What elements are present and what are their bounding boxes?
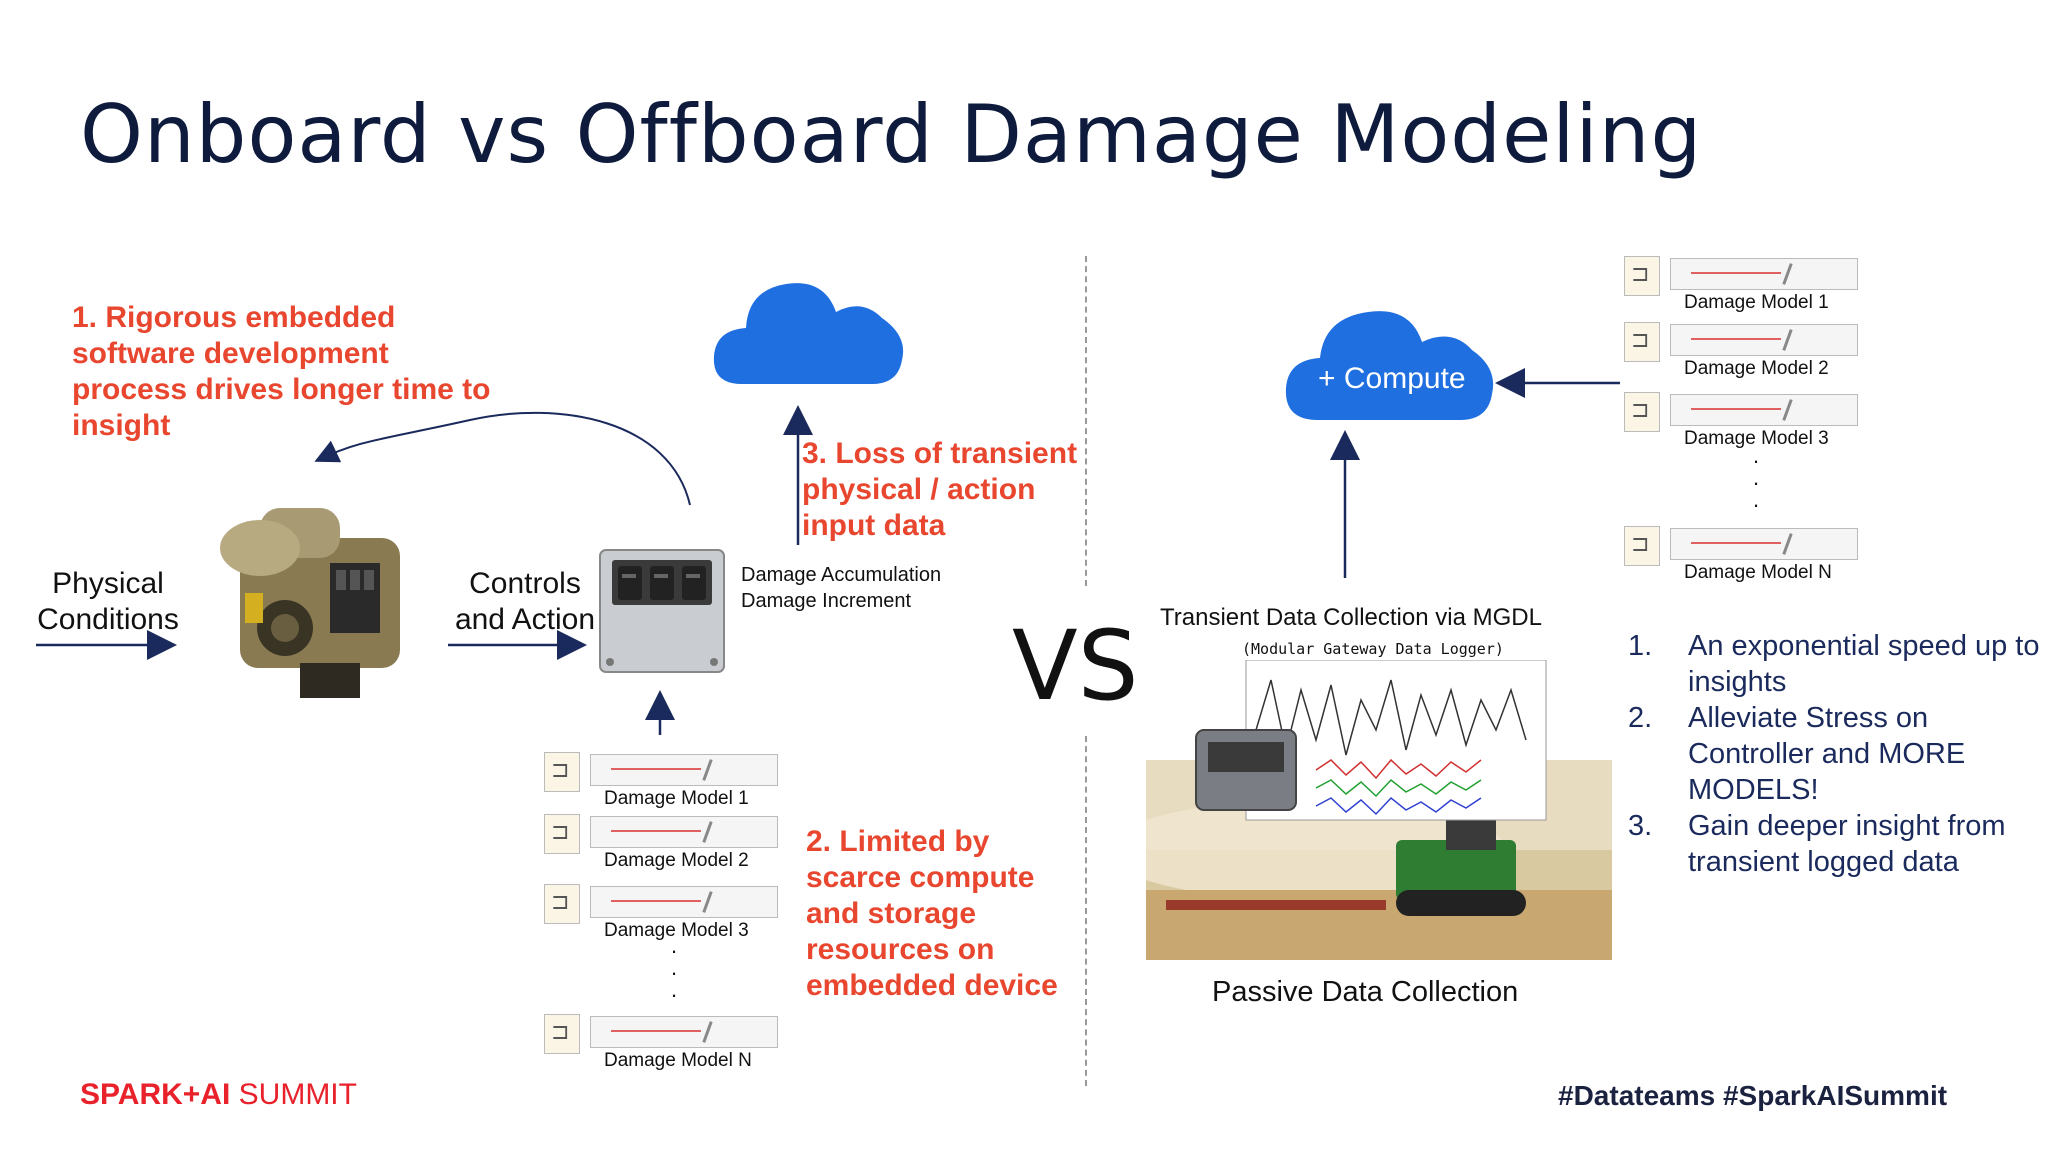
model-signal-strip bbox=[1670, 324, 1858, 356]
damage-accumulation-label: Damage Accumulation bbox=[741, 564, 942, 586]
feedback-arrow bbox=[314, 411, 691, 506]
left-damage-model-2: ⊐ Damage Model 2 bbox=[544, 814, 784, 874]
passive-collection-label: Passive Data Collection bbox=[1212, 976, 1519, 1008]
function-block-icon: ⊐ bbox=[1624, 256, 1660, 296]
function-block-icon: ⊐ bbox=[544, 1014, 580, 1054]
left-ellipsis: · · · bbox=[670, 938, 678, 1007]
left-damage-model-1: ⊐ Damage Model 1 bbox=[544, 752, 784, 812]
vs-label: VS bbox=[1012, 610, 1139, 722]
benefit-item-2: 2. Alleviate Stress on Controller and MO… bbox=[1628, 702, 1966, 806]
function-block-icon: ⊐ bbox=[1624, 322, 1660, 362]
model-signal-strip bbox=[1670, 258, 1858, 290]
benefit-item-3: 3. Gain deeper insight from transient lo… bbox=[1628, 810, 2006, 878]
model-signal-strip bbox=[590, 816, 778, 848]
right-damage-model-1: ⊐ Damage Model 1 bbox=[1624, 256, 1864, 316]
model-signal-strip bbox=[1670, 528, 1858, 560]
note-loss-transient: 3. Loss of transient physical / action i… bbox=[802, 437, 1078, 542]
model-signal-strip bbox=[590, 754, 778, 786]
right-ellipsis: · · · bbox=[1752, 448, 1760, 517]
model-signal-strip bbox=[590, 1016, 778, 1048]
cloud-icon bbox=[713, 283, 904, 384]
spark-ai-summit-logo: SPARK+AI SUMMIT bbox=[80, 1078, 357, 1111]
left-damage-model-3: ⊐ Damage Model 3 bbox=[544, 884, 784, 944]
ecu-controller-icon bbox=[599, 549, 725, 673]
right-damage-model-2: ⊐ Damage Model 2 bbox=[1624, 322, 1864, 382]
hashtags: #Datateams #SparkAISummit bbox=[1558, 1080, 1948, 1111]
compute-label: + Compute bbox=[1318, 362, 1466, 395]
function-block-icon: ⊐ bbox=[544, 814, 580, 854]
note-embedded-dev: 1. Rigorous embedded software developmen… bbox=[72, 301, 491, 442]
function-block-icon: ⊐ bbox=[544, 752, 580, 792]
function-block-icon: ⊐ bbox=[1624, 392, 1660, 432]
divider-top bbox=[1085, 256, 1087, 586]
damage-increment-label: Damage Increment bbox=[741, 590, 912, 612]
function-block-icon: ⊐ bbox=[1624, 526, 1660, 566]
controls-label: Controls and Action bbox=[454, 567, 596, 636]
transient-collection-subtitle: (Modular Gateway Data Logger) bbox=[1242, 640, 1504, 658]
right-damage-model-3: ⊐ Damage Model 3 bbox=[1624, 392, 1864, 452]
right-damage-model-n: ⊐ Damage Model N bbox=[1624, 526, 1864, 586]
page-title: Onboard vs Offboard Damage Modeling bbox=[80, 88, 1703, 181]
transient-collection-title: Transient Data Collection via MGDL bbox=[1160, 604, 1542, 631]
compute-cloud-icon bbox=[1285, 311, 1494, 420]
engine-icon bbox=[220, 508, 400, 698]
field-tractor-illustration bbox=[1146, 660, 1612, 960]
model-signal-strip bbox=[1670, 394, 1858, 426]
model-signal-strip bbox=[590, 886, 778, 918]
function-block-icon: ⊐ bbox=[544, 884, 580, 924]
divider-bottom bbox=[1085, 736, 1087, 1086]
left-damage-model-n: ⊐ Damage Model N bbox=[544, 1014, 784, 1074]
benefit-item-1: 1. An exponential speed up to insights bbox=[1628, 630, 2040, 698]
note-limited-compute: 2. Limited by scarce compute and storage… bbox=[806, 825, 1058, 1002]
physical-conditions-label: Physical Conditions bbox=[37, 567, 179, 636]
